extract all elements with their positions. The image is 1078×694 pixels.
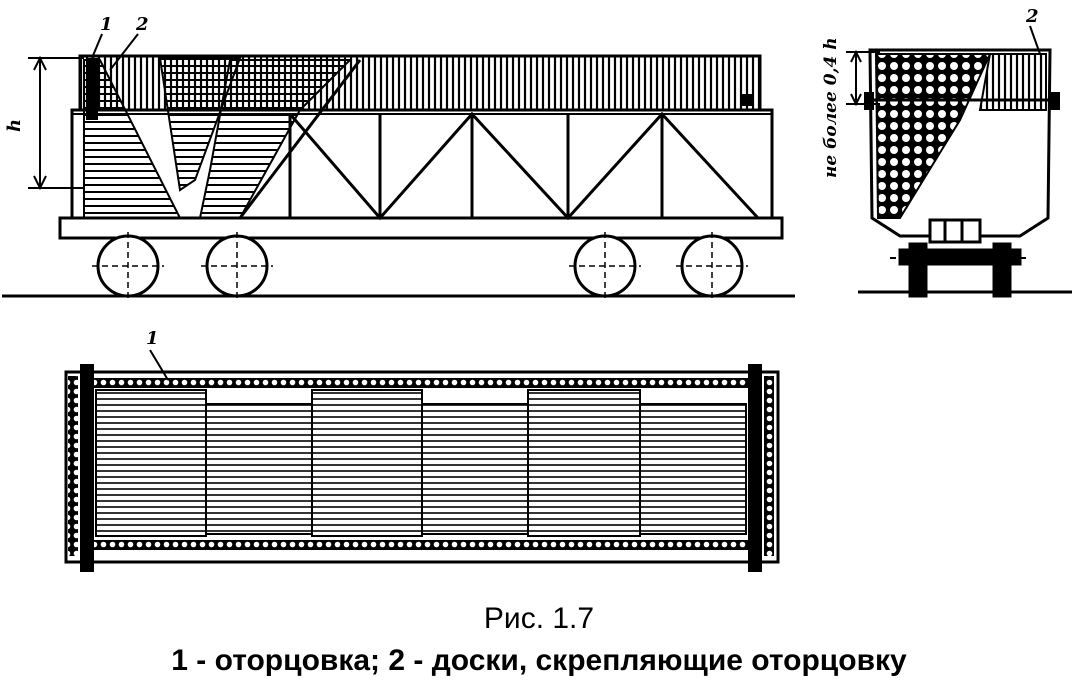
- top-end-column-left: [80, 364, 94, 572]
- end-callout-2: 2: [1025, 6, 1039, 27]
- top-bead-row-top: [92, 378, 752, 388]
- side-dimension-label: h: [4, 119, 25, 132]
- end-left-stake: [864, 92, 874, 110]
- end-callout-2-leader: [1029, 25, 1041, 55]
- top-section-5: [527, 389, 641, 537]
- figure-caption-title: Рис. 1.7: [483, 602, 595, 635]
- end-load-hatched: [978, 53, 1047, 111]
- top-load-sections: [95, 389, 747, 537]
- end-view: не более 0,4 h 2: [821, 6, 1072, 298]
- side-underframe: [58, 216, 784, 240]
- side-stopper-block: [740, 94, 752, 106]
- top-end-column-right: [748, 364, 762, 572]
- side-end-board: [86, 58, 98, 120]
- top-section-6: [639, 403, 747, 535]
- end-load-circles: [874, 53, 992, 219]
- end-bogie: [890, 218, 1030, 298]
- figure-caption-legend: 1 - оторцовка; 2 - доски, скрепляющие от…: [171, 644, 907, 677]
- top-end-beads-left: [68, 376, 78, 556]
- side-truss: [288, 111, 760, 221]
- end-dimension-label: не более 0,4 h: [821, 37, 841, 178]
- top-bead-row-bottom: [92, 540, 752, 550]
- figure-wagon-loading: h 1 2: [2, 6, 1072, 572]
- side-callout-2: 2: [135, 14, 149, 35]
- top-section-4: [421, 403, 529, 535]
- top-end-beads-right: [764, 376, 774, 556]
- side-slope-edge: [238, 59, 362, 219]
- side-callout-1-leader: [91, 33, 103, 59]
- side-callout-1: 1: [100, 14, 113, 35]
- end-dimension: [846, 49, 880, 107]
- top-section-3: [311, 389, 423, 537]
- side-end-load-2: [158, 57, 242, 192]
- side-wheels: [92, 232, 748, 300]
- end-right-stake: [1048, 92, 1060, 110]
- top-view: 1: [64, 328, 780, 572]
- top-section-2: [205, 403, 313, 535]
- side-dimension-h: [28, 55, 84, 191]
- side-callout-2-leader: [109, 33, 139, 71]
- top-section-1: [95, 389, 207, 537]
- top-callout-1-leader: [149, 349, 169, 381]
- top-callout-1: 1: [146, 328, 159, 349]
- side-view: h 1 2: [2, 14, 795, 300]
